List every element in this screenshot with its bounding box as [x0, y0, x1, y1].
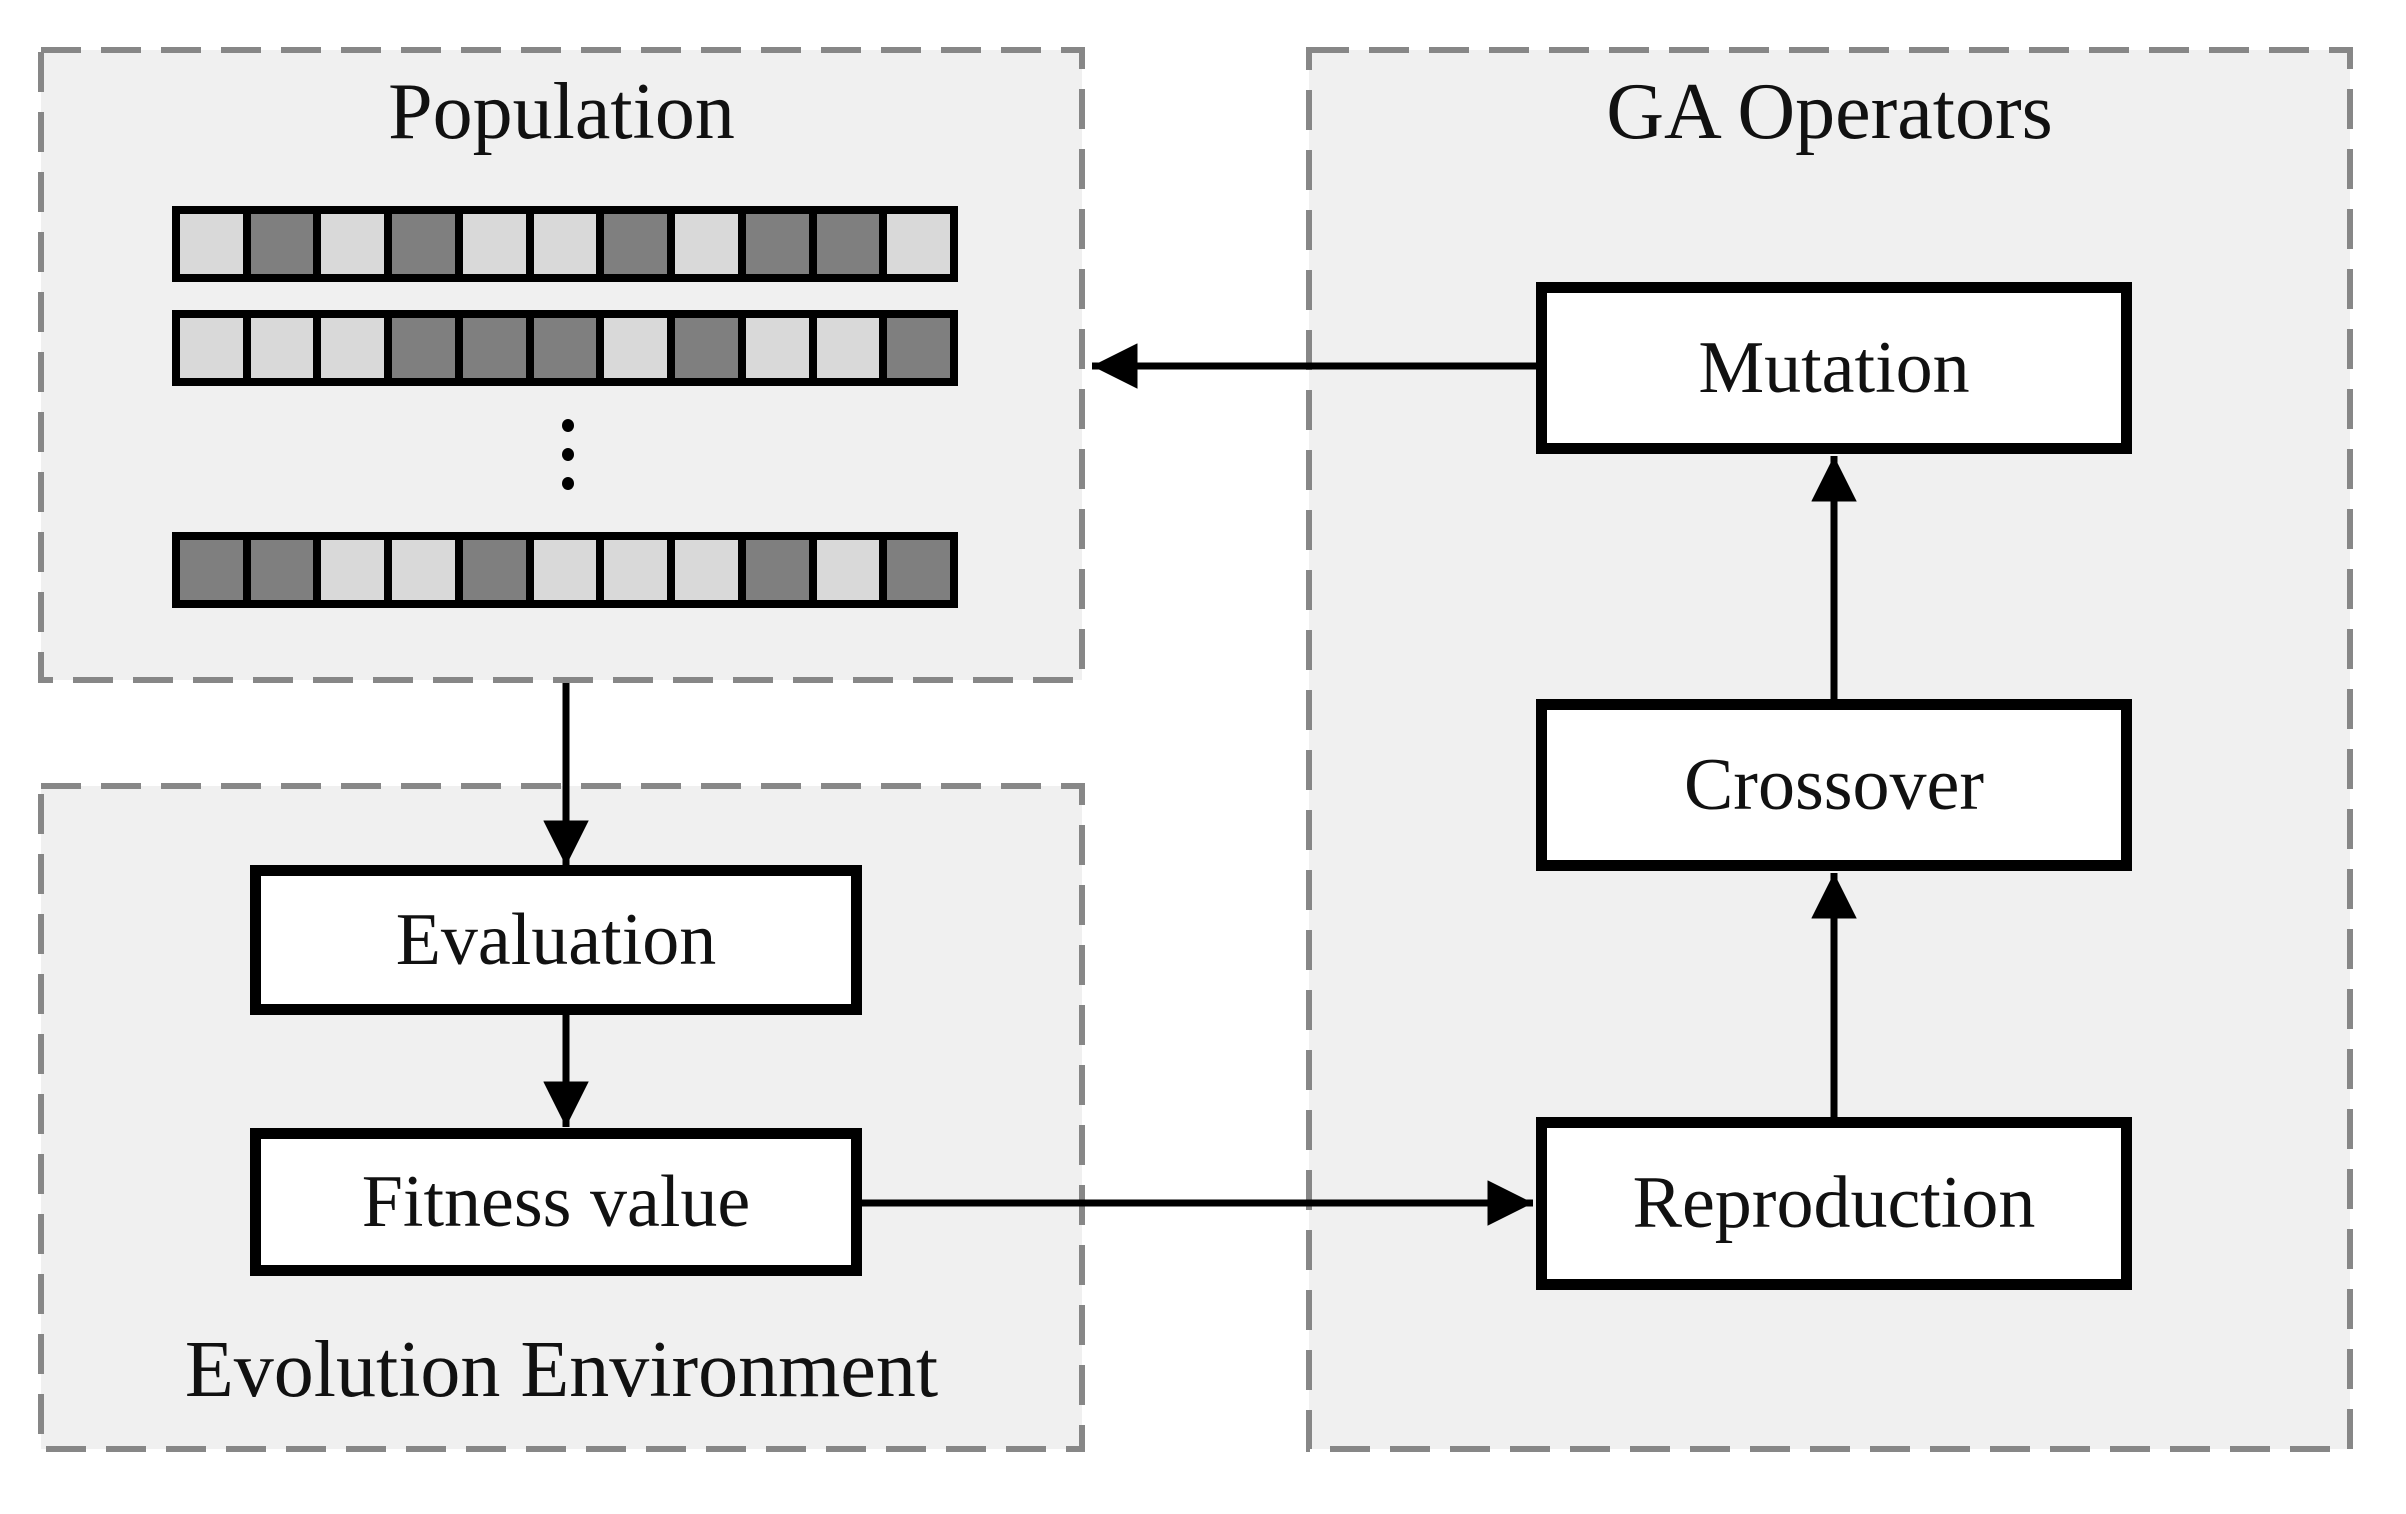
evolution-environment-panel: [38, 783, 1085, 1452]
population-panel: [38, 47, 1085, 683]
ga-operators-panel: [1306, 47, 2353, 1452]
